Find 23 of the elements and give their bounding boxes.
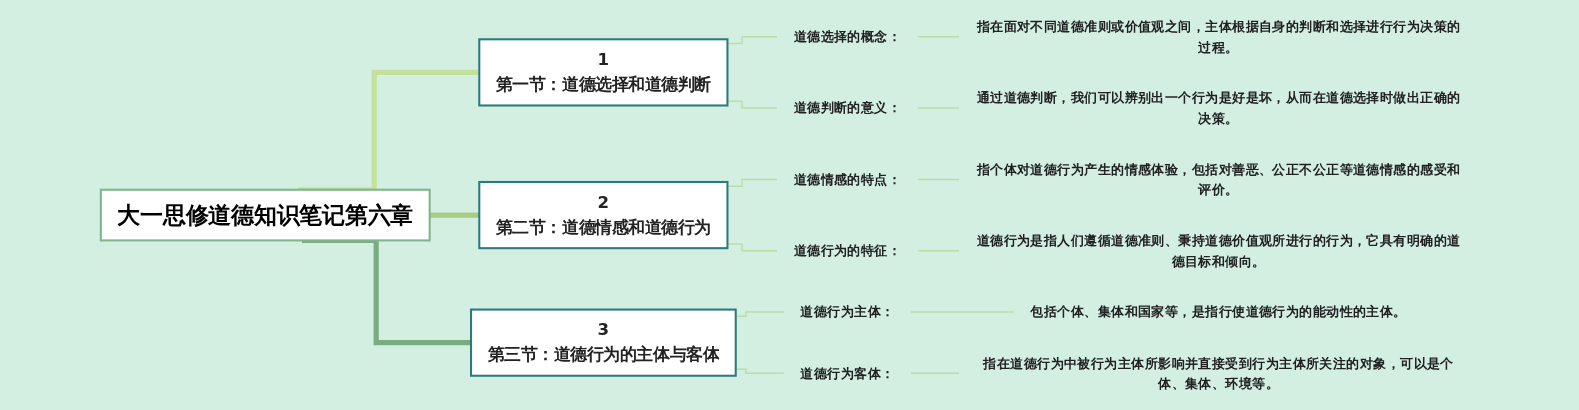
node-text: 道德行为客体： (800, 365, 895, 381)
node-text: 道德选择的概念： (793, 28, 902, 45)
node-box: 3 第三节：道德行为的主体与客体 (469, 308, 737, 377)
connector (910, 372, 960, 375)
node-text: 道德行为的特征： (793, 242, 902, 259)
node-text: 指在道德行为中被行为主体所影响并直接受到行为主体所关注的对象，可以是个体、集体、环境等。 (983, 355, 1454, 391)
connector (916, 107, 960, 109)
node-text: 道德情感的特点： (793, 171, 902, 187)
node-box: 2 第二节：道德情感和道德行为 (478, 180, 729, 250)
node-box: 大一思修道德知识笔记第六章 (99, 188, 431, 242)
node-text: 指在面对不同道德准则或价值观之间，主体根据自身的判断和选择进行行为决策的过程。 (976, 18, 1461, 55)
connector (910, 311, 1015, 313)
node-text: 道德行为是指人们遵循道德准则、秉持道德价值观所进行的行为，它具有明确的道德目标和倾向。 (976, 232, 1461, 269)
node-text: 道德行为主体： (800, 304, 895, 320)
node-text: 通过道德判断，我们可以辨别出一个行为是好是坏，从而在道德选择时做出正确的决策。 (976, 89, 1461, 126)
node-text: 道德判断的意义： (793, 100, 902, 116)
node-box: 1 第一节：道德选择和道德判断 (478, 38, 729, 107)
connector (916, 35, 960, 38)
connector (916, 178, 960, 181)
connector (916, 250, 960, 252)
connector (429, 212, 480, 218)
node-text: 包括个体、集体和国家等，是指行使道德行为的能动性的主体。 (1030, 304, 1407, 320)
node-text: 指个体对道德行为产生的情感体验，包括对善恶、公正不公正等道德情感的感受和评价。 (976, 161, 1461, 197)
